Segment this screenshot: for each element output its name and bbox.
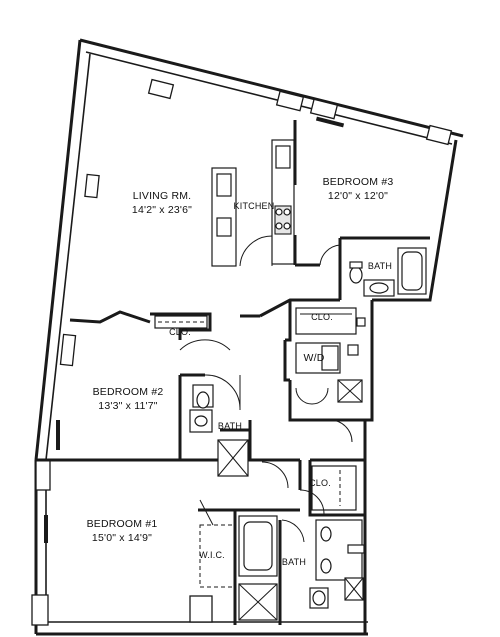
bath-bedroom2-label: BATH — [217, 421, 243, 431]
bedroom2-closet-bath — [154, 315, 289, 489]
bath-bedroom3-label: BATH — [367, 261, 393, 271]
kitchen-label: KITCHEN — [233, 201, 275, 211]
interior-walls — [36, 120, 430, 625]
bath-bedroom3-fixtures — [319, 244, 427, 297]
room-dims-bedroom3: 12'0" x 12'0" — [327, 190, 389, 202]
hall-utility — [295, 307, 366, 443]
closet-bedroom2-label: CLO. — [169, 327, 191, 337]
room-name-bedroom3: BEDROOM #3 — [322, 176, 394, 188]
closet-master-label: CLO. — [309, 478, 331, 488]
kitchen-fixtures — [211, 139, 295, 267]
room-dims-bedroom2: 13'3" x 11'7" — [98, 400, 158, 412]
room-name-living: LIVING RM. — [132, 190, 192, 202]
room-name-bedroom2: BEDROOM #2 — [92, 386, 164, 398]
bath-master-label: BATH — [281, 557, 307, 567]
master-closet-bath — [238, 465, 365, 621]
room-name-bedroom1: BEDROOM #1 — [86, 518, 158, 530]
closet-hall-label: CLO. — [311, 312, 333, 322]
room-dims-living: 14'2" x 23'6" — [131, 204, 193, 216]
wall-accents — [44, 116, 345, 543]
washer-dryer-label: W/D — [303, 352, 325, 364]
walk-in-closet-label: W.I.C. — [199, 550, 225, 560]
window-piers — [31, 78, 453, 626]
room-dims-bedroom1: 15'0" x 14'9" — [91, 532, 153, 544]
walk-in-closet — [199, 499, 235, 588]
